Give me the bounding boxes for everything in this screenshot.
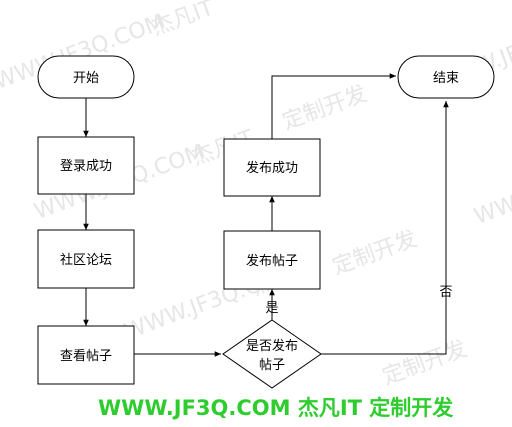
node-labels: 开始 登录成功 社区论坛 查看帖子 是否发布 帖子 发布帖子 发布成功 结束 xyxy=(60,71,459,373)
node-start xyxy=(37,55,135,99)
node-posted xyxy=(223,138,321,197)
edges xyxy=(83,73,449,357)
footer-watermark: WWW.JF3Q.COM 杰凡IT 定制开发 xyxy=(98,396,454,420)
edge-label-yes: 是 xyxy=(265,301,278,316)
node-view xyxy=(37,325,135,385)
node-post xyxy=(223,230,321,290)
label-post: 发布帖子 xyxy=(246,253,298,269)
label-view: 查看帖子 xyxy=(60,348,112,364)
label-login: 登录成功 xyxy=(60,159,112,174)
label-posted: 发布成功 xyxy=(246,160,298,176)
node-decision xyxy=(222,319,322,389)
label-end: 结束 xyxy=(433,71,459,86)
edge-posted-end xyxy=(271,73,396,139)
edge-decision-end xyxy=(321,101,449,355)
label-decision-line1: 是否发布 xyxy=(246,338,298,354)
node-end xyxy=(397,55,495,99)
nodes xyxy=(37,55,495,389)
node-login xyxy=(37,136,135,195)
label-decision-line2: 帖子 xyxy=(259,358,285,373)
label-forum: 社区论坛 xyxy=(60,252,112,268)
node-forum xyxy=(37,229,135,289)
label-start: 开始 xyxy=(73,71,99,86)
edge-labels: 是 否 xyxy=(265,285,452,316)
edge-label-no: 否 xyxy=(439,285,452,300)
